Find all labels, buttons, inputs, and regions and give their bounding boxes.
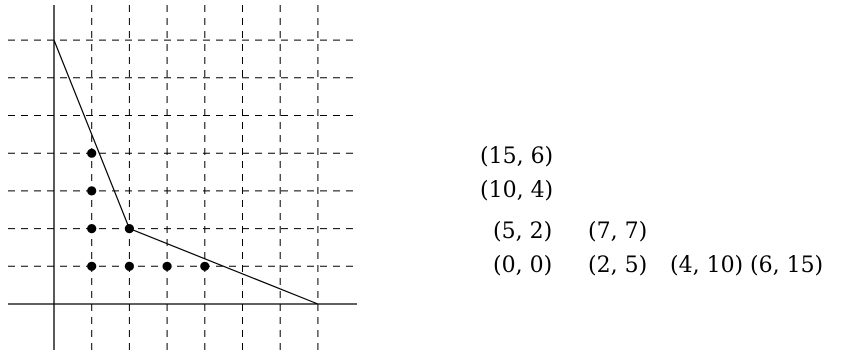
lattice-point — [87, 261, 97, 271]
lattice-points — [87, 148, 210, 271]
label-row3-col2: (7, 7) — [588, 219, 648, 244]
label-row4-col3: (4, 10) — [670, 253, 744, 278]
label-row4-col2: (2, 5) — [588, 253, 648, 278]
label-row4-col4: (6, 15) — [750, 253, 824, 278]
lattice-point — [87, 224, 97, 234]
lattice-point — [87, 148, 97, 158]
lattice-point — [124, 224, 134, 234]
label-row3-col1: (5, 2) — [493, 219, 553, 244]
axes — [8, 5, 357, 350]
label-row4-col1: (0, 0) — [493, 253, 553, 278]
label-row2-col1: (10, 4) — [480, 178, 554, 203]
lattice-point — [124, 261, 134, 271]
label-row1-col1: (15, 6) — [480, 144, 554, 169]
dashed-grid — [8, 5, 357, 350]
lattice-point — [87, 186, 97, 196]
lattice-point — [200, 261, 210, 271]
lattice-point — [162, 261, 172, 271]
